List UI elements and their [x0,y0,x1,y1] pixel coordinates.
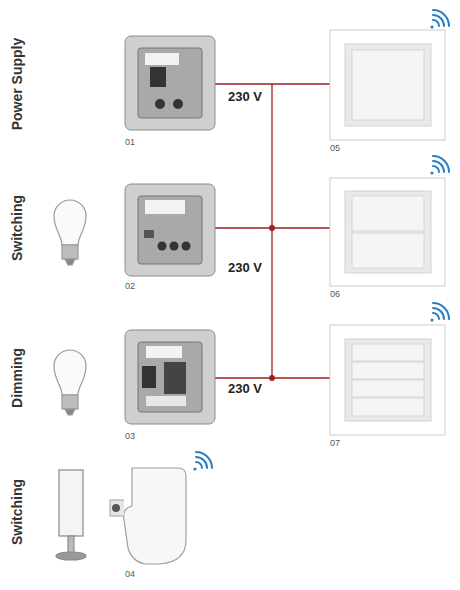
power-wiring [215,84,330,378]
wall-switch [330,30,445,140]
wall-switch [330,325,445,435]
row-heading: Switching [10,479,25,545]
callout-number: 03 [125,432,135,442]
row-heading: Power Supply [10,38,25,131]
row-heading: Switching [10,195,25,261]
callout-number: 05 [330,144,340,154]
insert-device [125,330,215,424]
voltage-label: 230 V [228,261,262,275]
voltage-label: 230 V [228,90,262,104]
wireless-dot [193,25,433,470]
wall-switch [330,178,445,286]
insert-device [125,36,215,130]
callout-number: 06 [330,290,340,300]
junction-dot [269,225,275,231]
callout-number: 07 [330,439,340,449]
plug-adapter [110,468,186,564]
callout-number: 04 [125,570,135,580]
insert-device [125,184,215,276]
voltage-label: 230 V [228,382,262,396]
callout-number: 01 [125,138,135,148]
callout-number: 02 [125,282,135,292]
row-heading: Dimming [10,348,25,408]
bulb-icon [54,200,86,265]
junction-dot [269,375,275,381]
lamp-icon [56,470,86,560]
wireless-symbol [196,10,449,468]
bulb-icon [54,350,86,415]
